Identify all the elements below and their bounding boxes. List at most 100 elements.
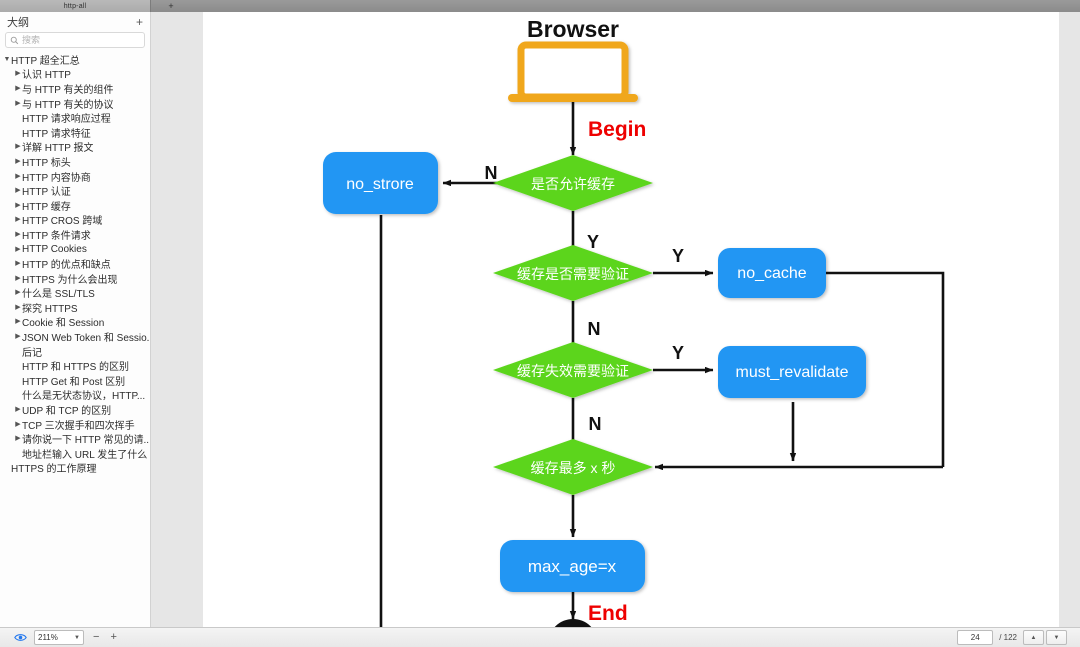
outline-item[interactable]: ▶Cookie 和 Session bbox=[0, 315, 150, 330]
caret-right-icon[interactable]: ▶ bbox=[15, 420, 21, 428]
outline-item-label: 认识 HTTP bbox=[22, 70, 71, 82]
caret-right-icon[interactable]: ▶ bbox=[15, 201, 21, 209]
tab-label: http-all bbox=[63, 2, 87, 10]
caret-right-icon[interactable]: ▶ bbox=[15, 187, 21, 195]
caret-down-icon[interactable]: ▼ bbox=[3, 55, 11, 63]
edge-label-end: End bbox=[588, 602, 628, 625]
outline-item[interactable]: ▶HTTP 条件请求 bbox=[0, 227, 150, 242]
outline-item[interactable]: ▶HTTP CROS 跨域 bbox=[0, 213, 150, 228]
page-number-input[interactable]: 24 bbox=[957, 630, 994, 645]
zoom-in-button[interactable]: + bbox=[110, 631, 117, 643]
outline-item[interactable]: 地址栏输入 URL 发生了什么 bbox=[0, 446, 150, 461]
node-no-cache[interactable]: no_cache bbox=[718, 248, 826, 298]
outline-item[interactable]: HTTP 请求特征 bbox=[0, 125, 150, 140]
outline-item-label: HTTP 内容协商 bbox=[22, 172, 91, 184]
outline-item-label: 地址栏输入 URL 发生了什么 bbox=[22, 449, 148, 461]
outline-item[interactable]: ▶HTTP Cookies bbox=[0, 242, 150, 257]
caret-right-icon[interactable]: ▶ bbox=[15, 84, 21, 92]
outline-item[interactable]: HTTP 和 HTTPS 的区别 bbox=[0, 358, 150, 373]
outline-item[interactable]: ▶与 HTTP 有关的协议 bbox=[0, 96, 150, 111]
outline-item[interactable]: HTTP 请求响应过程 bbox=[0, 110, 150, 125]
next-page-button[interactable]: ▼ bbox=[1046, 630, 1067, 645]
page-total-label: / 122 bbox=[999, 633, 1017, 642]
node-max-seconds-label: 缓存最多 x 秒 bbox=[531, 460, 616, 476]
outline-item[interactable]: HTTPS 的工作原理 bbox=[0, 461, 150, 475]
caret-right-icon[interactable]: ▶ bbox=[15, 230, 21, 238]
outline-item-label: Cookie 和 Session bbox=[22, 318, 105, 330]
outline-item[interactable]: ▶详解 HTTP 报文 bbox=[0, 140, 150, 155]
caret-right-icon[interactable]: ▶ bbox=[15, 99, 21, 107]
caret-right-icon[interactable]: ▶ bbox=[15, 70, 21, 78]
outline-item-label: HTTP 缓存 bbox=[22, 201, 71, 213]
prev-page-button[interactable]: ▲ bbox=[1023, 630, 1044, 645]
caret-right-icon[interactable]: ▶ bbox=[15, 172, 21, 180]
caret-right-icon[interactable]: ▶ bbox=[15, 406, 21, 414]
outline-item[interactable]: 后记 bbox=[0, 344, 150, 359]
node-must-revalidate[interactable]: must_revalidate bbox=[718, 346, 866, 398]
node-allow-cache[interactable]: 是否允许缓存 bbox=[493, 155, 653, 211]
outline-item-label: HTTP CROS 跨域 bbox=[22, 216, 103, 228]
caret-right-icon[interactable]: ▶ bbox=[15, 143, 21, 151]
edge-label-need-validate-yes: Y bbox=[672, 246, 684, 266]
node-no-strore-label: no_strore bbox=[346, 176, 414, 193]
right-gutter bbox=[1059, 12, 1080, 628]
outline-item[interactable]: ▶与 HTTP 有关的组件 bbox=[0, 81, 150, 96]
caret-right-icon[interactable]: ▶ bbox=[15, 260, 21, 268]
caret-right-icon[interactable]: ▶ bbox=[15, 274, 21, 282]
outline-item-label: HTTP 的优点和缺点 bbox=[22, 260, 111, 271]
outline-item[interactable]: ▶HTTPS 为什么会出现 bbox=[0, 271, 150, 286]
outline-item[interactable]: ▶JSON Web Token 和 Sessio. bbox=[0, 329, 150, 344]
caret-right-icon[interactable]: ▶ bbox=[15, 303, 21, 311]
chevron-down-icon: ▼ bbox=[74, 634, 80, 641]
caret-right-icon[interactable]: ▶ bbox=[15, 333, 21, 341]
outline-item-label: 什么是无状态协议，HTTP... bbox=[22, 391, 146, 403]
outline-item[interactable]: ▶HTTP 的优点和缺点 bbox=[0, 256, 150, 271]
node-max-age-label: max_age=x bbox=[528, 557, 617, 576]
caret-right-icon[interactable]: ▶ bbox=[15, 318, 21, 326]
outline-item-label: HTTP Cookies bbox=[22, 243, 87, 255]
outline-item[interactable]: ▼HTTP 超全汇总 bbox=[0, 52, 150, 67]
node-stale-validate[interactable]: 缓存失效需要验证 bbox=[493, 342, 653, 398]
outline-item-label: HTTP Get 和 Post 区别 bbox=[22, 376, 126, 388]
node-need-validate[interactable]: 缓存是否需要验证 bbox=[493, 245, 653, 301]
outline-item[interactable]: ▶UDP 和 TCP 的区别 bbox=[0, 402, 150, 417]
outline-item-label: 详解 HTTP 报文 bbox=[22, 143, 94, 155]
outline-item[interactable]: ▶HTTP 标头 bbox=[0, 154, 150, 169]
outline-item[interactable]: ▶HTTP 内容协商 bbox=[0, 169, 150, 184]
tab-http-all[interactable]: http-all bbox=[0, 0, 151, 12]
outline-item-label: 后记 bbox=[22, 347, 42, 359]
outline-item[interactable]: ▶认识 HTTP bbox=[0, 67, 150, 82]
node-no-cache-label: no_cache bbox=[737, 265, 806, 282]
outline-item[interactable]: ▶什么是 SSL/TLS bbox=[0, 286, 150, 300]
outline-item[interactable]: ▶HTTP 认证 bbox=[0, 183, 150, 198]
add-outline-button[interactable]: + bbox=[135, 15, 143, 29]
node-need-validate-label: 缓存是否需要验证 bbox=[517, 266, 629, 282]
bottom-toolbar: 211% ▼ − + 24 / 122 ▲ ▼ bbox=[0, 627, 1080, 647]
outline-item[interactable]: ▶TCP 三次握手和四次挥手 bbox=[0, 417, 150, 432]
edge-label-allow-cache-no: N bbox=[485, 163, 498, 183]
outline-item[interactable]: ▶HTTP 缓存 bbox=[0, 198, 150, 213]
node-max-seconds[interactable]: 缓存最多 x 秒 bbox=[493, 439, 653, 495]
caret-right-icon[interactable]: ▶ bbox=[15, 245, 21, 253]
sidebar-search[interactable] bbox=[5, 32, 145, 48]
caret-right-icon[interactable]: ▶ bbox=[15, 289, 21, 297]
eye-icon[interactable] bbox=[13, 631, 27, 645]
outline-item[interactable]: ▶探究 HTTPS bbox=[0, 300, 150, 315]
caret-right-icon[interactable]: ▶ bbox=[15, 435, 21, 443]
outline-item[interactable]: 什么是无状态协议，HTTP... bbox=[0, 388, 150, 403]
flowchart-canvas: Browser Begin 是否允许缓存 N Y no_strore bbox=[323, 16, 945, 628]
outline-item-label: HTTP 条件请求 bbox=[22, 230, 91, 242]
zoom-out-button[interactable]: − bbox=[93, 631, 100, 643]
caret-right-icon[interactable]: ▶ bbox=[15, 216, 21, 224]
search-input[interactable] bbox=[22, 35, 140, 45]
outline-item[interactable]: HTTP Get 和 Post 区别 bbox=[0, 373, 150, 388]
node-max-age[interactable]: max_age=x bbox=[500, 540, 645, 592]
zoom-select[interactable]: 211% ▼ bbox=[34, 630, 84, 645]
outline-item-label: 与 HTTP 有关的协议 bbox=[22, 99, 114, 111]
node-no-strore[interactable]: no_strore bbox=[323, 152, 438, 214]
caret-right-icon[interactable]: ▶ bbox=[15, 157, 21, 165]
new-tab-button[interactable]: + bbox=[151, 0, 191, 12]
node-end-terminal[interactable] bbox=[548, 619, 598, 628]
outline-item[interactable]: ▶请你说一下 HTTP 常见的请.. bbox=[0, 431, 150, 446]
